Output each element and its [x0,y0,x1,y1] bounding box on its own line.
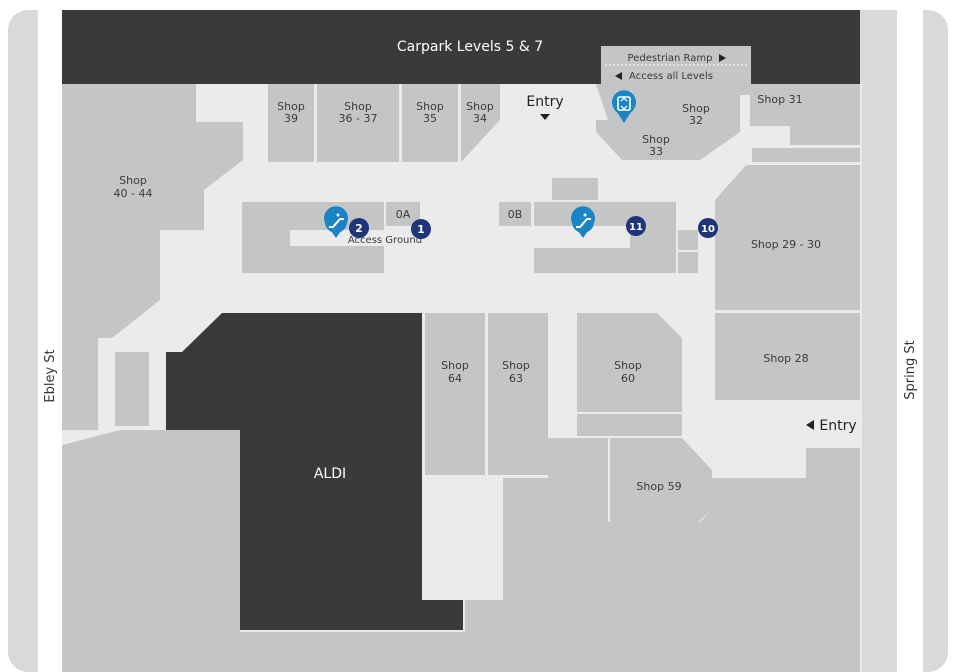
marker-2[interactable]: 2 [349,218,369,238]
east-unit [752,148,860,162]
escalator-icon[interactable] [324,206,348,238]
entry-down-arrow-icon [540,114,550,120]
marker-11[interactable]: 11 [626,216,646,236]
ramp-top-label: Pedestrian Ramp [628,53,713,64]
access-ground-strip [290,230,422,246]
east-street [897,10,923,672]
spring-st-label: Spring St [903,340,918,399]
shop-0b[interactable] [499,202,531,226]
shop-28[interactable] [715,313,860,400]
shop-63[interactable] [488,313,548,475]
corridor-unit [577,414,682,436]
shop-39[interactable] [268,84,314,162]
island-east-top [552,178,598,200]
shop-60[interactable] [577,313,682,412]
carpark-label: Carpark Levels 5 & 7 [397,39,543,55]
svg-text:1: 1 [417,223,425,236]
aldi-store[interactable] [166,313,463,630]
small-unit-2 [678,252,698,273]
south-block [240,632,465,672]
arrow-left-icon [615,72,622,80]
shop-29-30-label: Shop 29 - 30 [751,238,821,251]
shop-34[interactable] [461,84,500,162]
west-unit-3 [115,352,149,426]
shop-35[interactable] [402,84,458,162]
shop-64[interactable] [425,313,485,475]
shop-59-label: Shop 59 [636,480,681,493]
escalator-icon-east[interactable] [571,206,595,238]
shop-29-30[interactable] [715,165,860,310]
access-ground-label: Access Ground [348,235,422,246]
southeast-block [465,438,860,672]
svg-text:10: 10 [701,224,715,235]
aldi-label: ALDI [314,466,346,482]
southwest-block [62,430,240,672]
svg-text:2: 2 [355,222,363,235]
lift-icon[interactable] [612,90,636,123]
west-unit-1 [62,228,84,430]
escalator-strip [534,226,630,248]
svg-text:11: 11 [629,222,643,233]
west-street [38,10,62,672]
entry-left-arrow-icon [806,420,814,430]
shop-40-44[interactable] [62,84,243,338]
north-entry-label: Entry [526,94,563,110]
ebley-st-label: Ebley St [43,349,58,402]
shop-0a-label: 0A [396,208,411,221]
shop-28-label: Shop 28 [763,352,808,365]
shop-31-label: Shop 31 [757,93,802,106]
east-entry-label: Entry [819,418,856,434]
west-unit-2 [84,338,98,430]
shop-31[interactable] [750,84,860,145]
shop-0b-label: 0B [508,208,523,221]
small-unit-1 [678,230,698,250]
marker-10[interactable]: 10 [698,218,718,238]
shop-59[interactable] [610,438,712,522]
marker-1[interactable]: 1 [411,219,431,239]
arrow-right-icon [719,54,726,62]
ramp-bottom-label: Access all Levels [629,71,713,82]
shop-36-37[interactable] [317,84,399,162]
